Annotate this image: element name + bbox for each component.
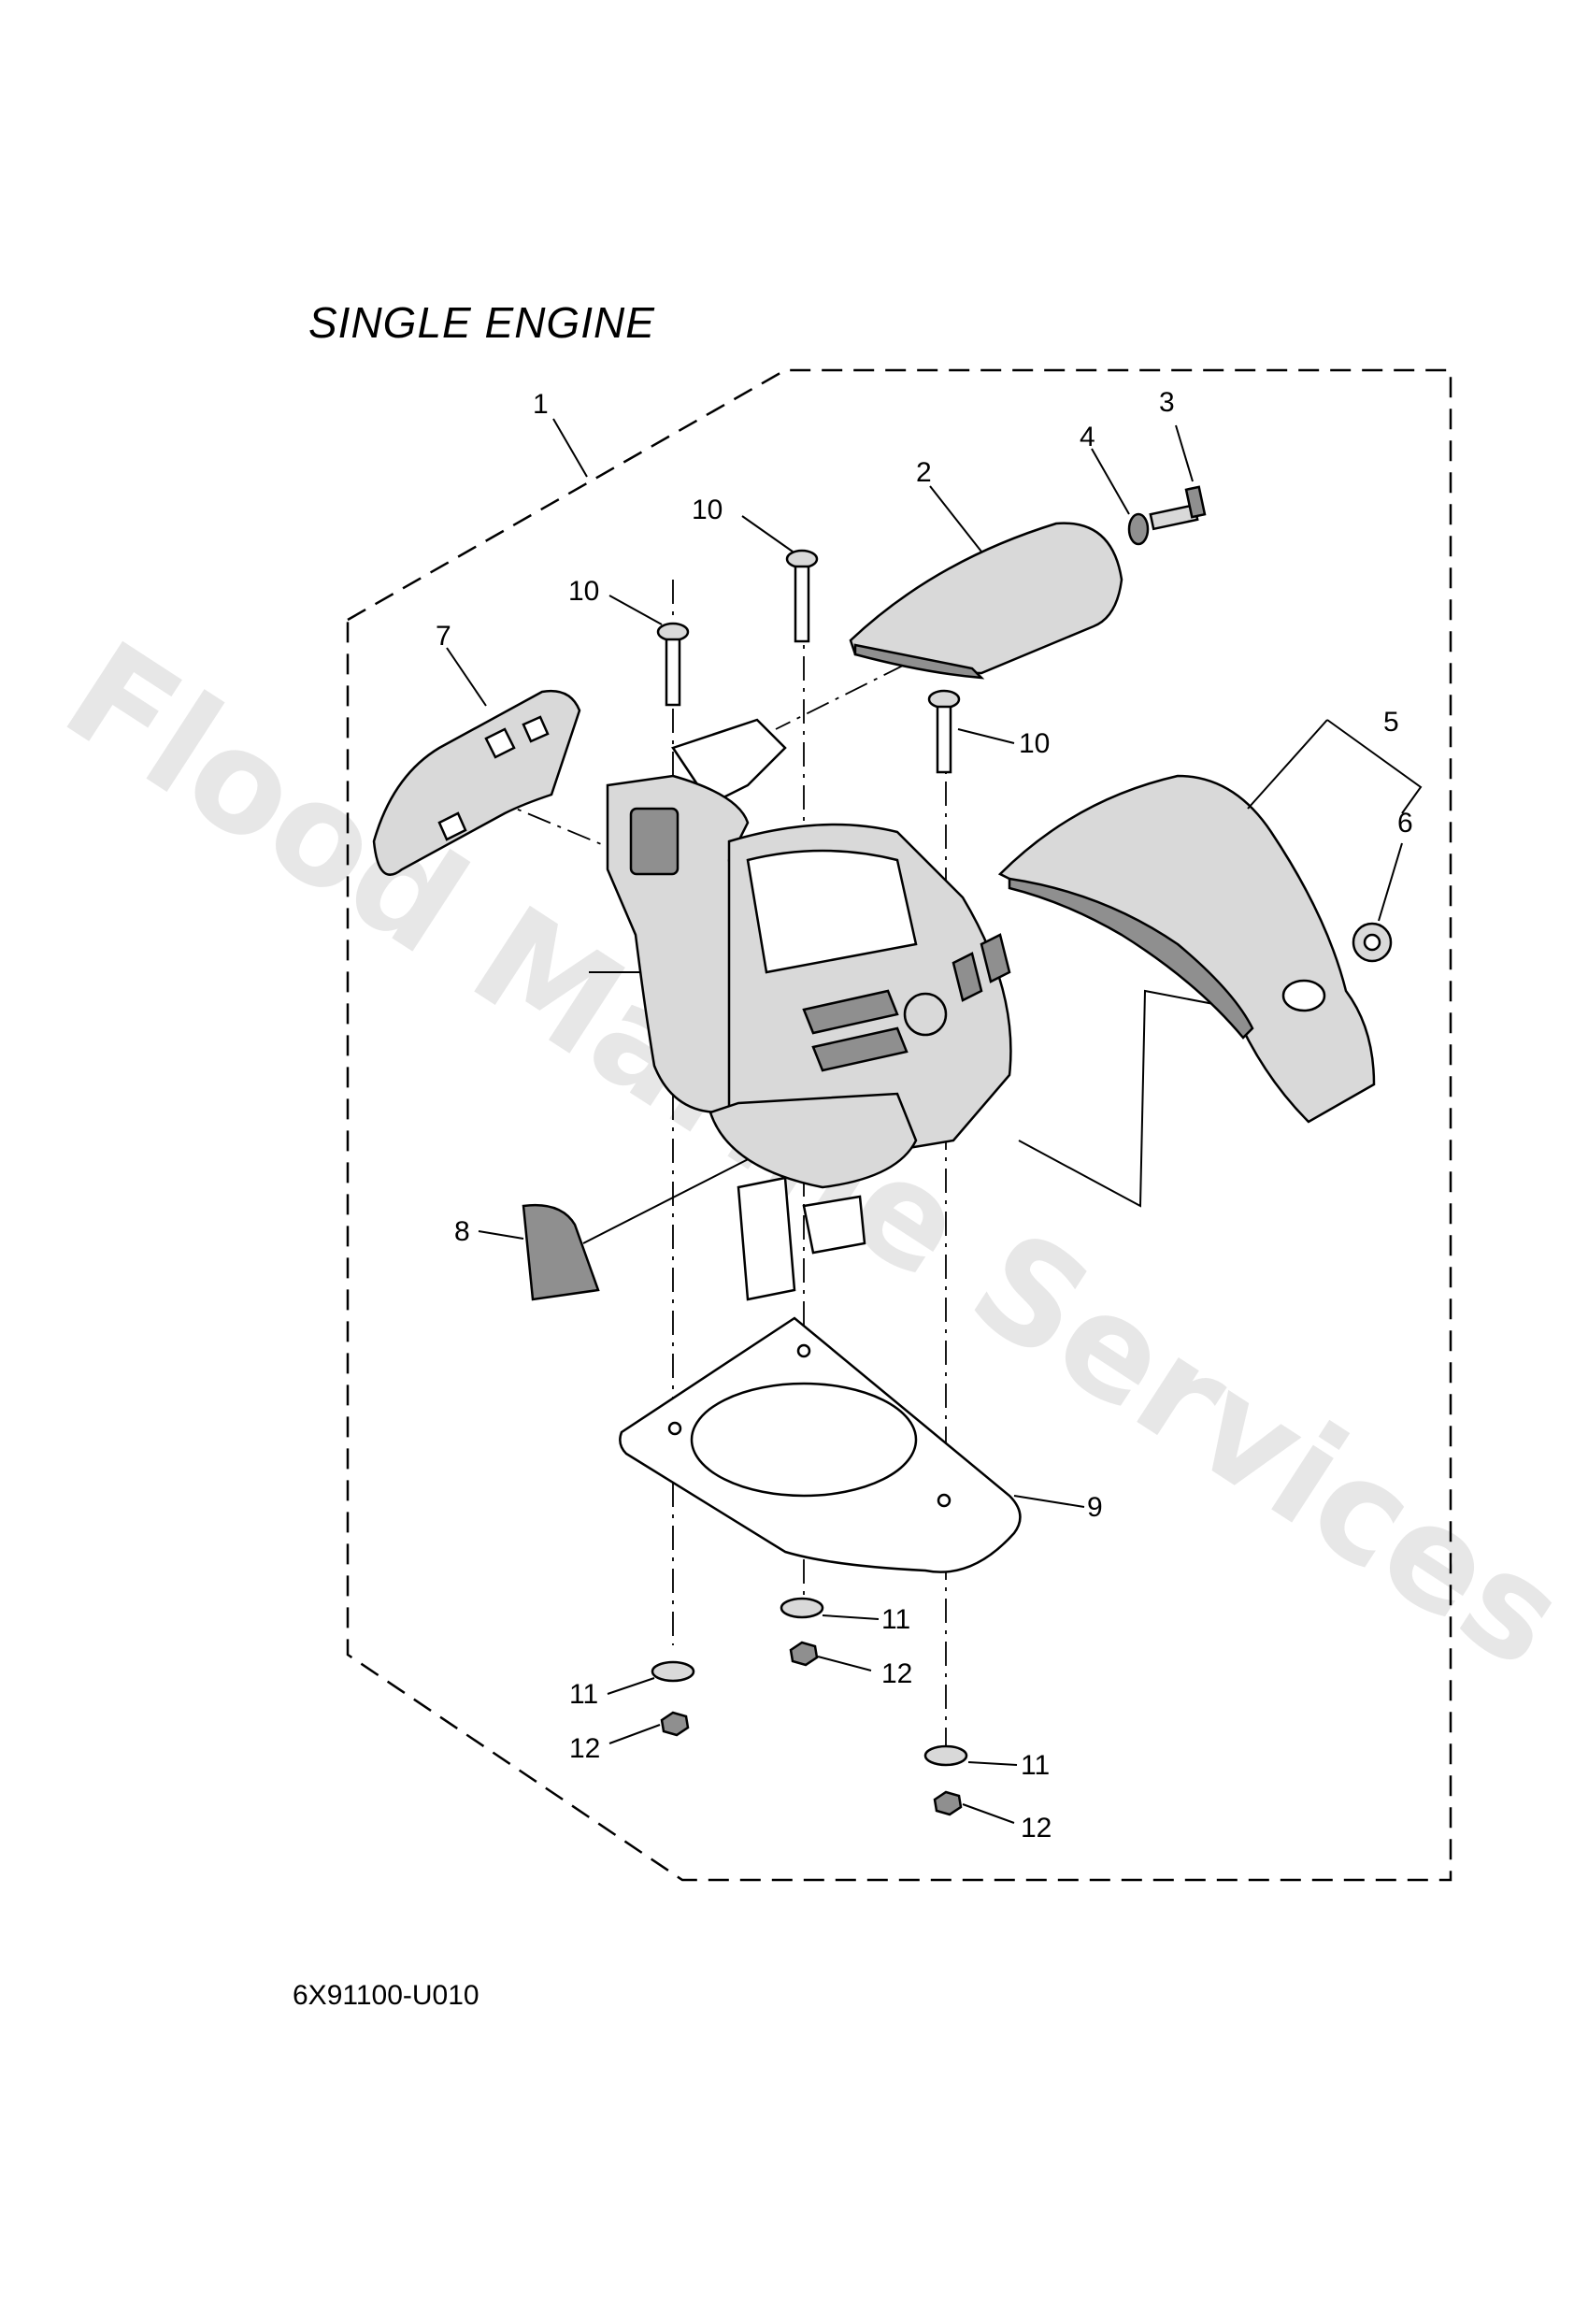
diagram-code: 6X91100-U010 [293, 1980, 479, 2011]
callout-7: 7 [436, 621, 451, 652]
assembly-boundary [346, 368, 1452, 1882]
part-11-washer-middle [780, 1597, 824, 1619]
callout-4: 4 [1080, 422, 1095, 452]
callout-12-middle: 12 [881, 1658, 912, 1689]
callout-6: 6 [1397, 808, 1413, 839]
part-12-nut-left [660, 1711, 690, 1737]
part-11-washer-left [651, 1660, 695, 1683]
part-3-screw [1149, 485, 1207, 531]
callout-11-left: 11 [569, 1679, 598, 1710]
callout-10-left: 10 [568, 576, 599, 607]
callout-9: 9 [1087, 1492, 1103, 1523]
callout-5: 5 [1383, 707, 1399, 738]
part-9-base-plate [619, 1316, 1022, 1573]
callout-11-middle: 11 [881, 1604, 910, 1635]
part-1-control-housing [606, 718, 1012, 1301]
callout-11-right: 11 [1021, 1750, 1050, 1781]
part-11-washer-right [923, 1744, 968, 1767]
part-7-left-cover [372, 689, 581, 876]
part-12-nut-right [933, 1790, 963, 1816]
part-5-right-cover [997, 774, 1376, 1124]
part-10-screw-middle [785, 549, 819, 643]
callout-3: 3 [1159, 387, 1175, 418]
diagram-title: SINGLE ENGINE [308, 298, 655, 347]
part-12-nut-middle [789, 1641, 819, 1667]
callout-2: 2 [916, 457, 932, 488]
part-6-grommet [1352, 922, 1393, 963]
part-2-top-cover [849, 522, 1123, 680]
part-4-washer [1127, 512, 1150, 546]
callout-12-right: 12 [1021, 1813, 1052, 1843]
callout-labels: 1 2 3 4 5 6 7 8 9 10 10 10 11 11 11 12 1… [436, 387, 1413, 1843]
part-10-screw-left [656, 622, 690, 707]
part-10-screw-right [927, 689, 961, 774]
callout-1: 1 [533, 389, 549, 420]
callout-10-middle: 10 [692, 495, 723, 525]
callout-8: 8 [454, 1216, 470, 1247]
callout-12-left: 12 [569, 1733, 600, 1764]
callout-10-right: 10 [1019, 728, 1050, 759]
part-8-small-cover [522, 1204, 600, 1301]
leader-lines [446, 418, 1423, 1824]
